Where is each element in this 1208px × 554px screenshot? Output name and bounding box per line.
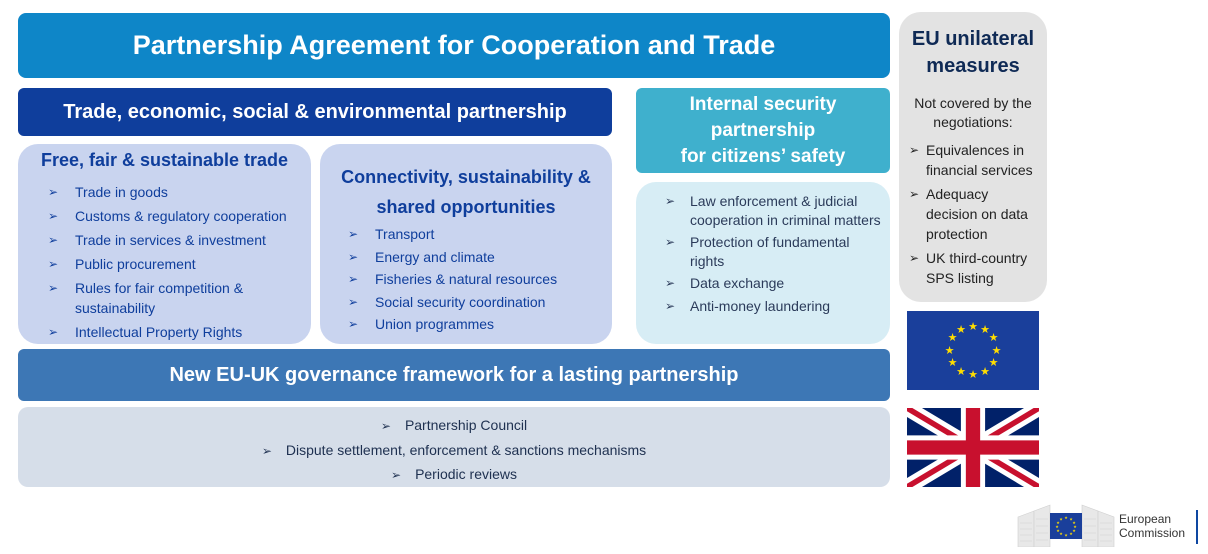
svg-text:★: ★ [989, 356, 999, 369]
list-item: ➢Energy and climate [348, 247, 606, 268]
eu-flag-icon: ★ ★ ★ ★ ★ ★ ★ ★ ★ ★ ★ ★ [907, 311, 1039, 390]
eu-unilateral-title: EU unilateral measures [911, 28, 1035, 77]
eu-unilateral-subtitle: Not covered by the negotiations: [914, 95, 1032, 130]
arrow-bullet-icon: ➢ [665, 298, 676, 313]
uk-flag-icon [907, 408, 1039, 487]
list-item: ➢Partnership Council [380, 417, 528, 433]
svg-text:★: ★ [956, 323, 966, 336]
security-list: ➢Law enforcement & judicial cooperation … [665, 192, 882, 319]
list-item: ➢Protection of fundamental rights [665, 234, 850, 269]
arrow-bullet-icon: ➢ [380, 419, 391, 433]
list-item: ➢Transport [348, 224, 606, 245]
list-item: ➢Social security coordination [348, 292, 606, 313]
eu-unilateral-panel: EU unilateral measures Not covered by th… [899, 12, 1047, 302]
svg-text:★: ★ [980, 365, 990, 378]
list-item: ➢Fisheries & natural resources [348, 269, 606, 290]
list-item: ➢Public procurement [48, 256, 196, 272]
list-item: ➢Trade in services & investment [48, 232, 266, 248]
svg-text:★: ★ [992, 344, 1002, 357]
list-item: ➢Adequacy decision on data protection [909, 186, 1028, 242]
arrow-bullet-icon: ➢ [48, 209, 59, 223]
list-item: ➢Periodic reviews [391, 466, 517, 482]
svg-text:★: ★ [1072, 520, 1076, 525]
security-panel: ➢Law enforcement & judicial cooperation … [636, 182, 890, 344]
arrow-bullet-icon: ➢ [261, 443, 272, 458]
svg-text:★: ★ [1059, 517, 1063, 522]
arrow-bullet-icon: ➢ [48, 325, 59, 339]
list-item: ➢Equivalences in financial services [909, 142, 1033, 178]
arrow-bullet-icon: ➢ [391, 468, 402, 482]
agreement-title: Partnership Agreement for Cooperation an… [132, 30, 776, 60]
arrow-bullet-icon: ➢ [665, 235, 676, 249]
arrow-bullet-icon: ➢ [909, 251, 920, 265]
svg-text:★: ★ [968, 368, 978, 381]
list-item: ➢Law enforcement & judicial cooperation … [665, 193, 881, 228]
arrow-bullet-icon: ➢ [665, 194, 676, 208]
list-item: ➢Anti-money laundering [665, 297, 831, 314]
svg-text:★: ★ [1059, 531, 1063, 536]
svg-text:★: ★ [956, 365, 966, 378]
european-commission-logo: ★★★ ★★★ ★★★ ★★★ [1016, 493, 1200, 548]
svg-text:★: ★ [1072, 528, 1076, 533]
list-item: ➢Union programmes [348, 314, 606, 335]
list-item: ➢Dispute settlement, enforcement & sanct… [261, 441, 647, 458]
arrow-bullet-icon: ➢ [348, 249, 359, 264]
list-item: ➢Rules for fair competition & sustainabi… [48, 280, 244, 316]
svg-text:★: ★ [1073, 524, 1077, 529]
logo-accent-bar [1196, 510, 1198, 544]
fair-trade-title: Free, fair & sustainable trade [40, 150, 289, 170]
arrow-bullet-icon: ➢ [909, 187, 920, 201]
arrow-bullet-icon: ➢ [665, 276, 676, 290]
arrow-bullet-icon: ➢ [348, 272, 359, 286]
commission-building-icon: ★★★ ★★★ ★★★ ★★★ [1017, 504, 1115, 548]
svg-text:★: ★ [1056, 528, 1060, 533]
trade-partnership-title: Trade, economic, social & environmental … [63, 100, 567, 123]
svg-text:★: ★ [968, 320, 978, 333]
arrow-bullet-icon: ➢ [48, 281, 59, 295]
connectivity-panel: Connectivity, sustainability & shared op… [320, 144, 612, 344]
list-item: ➢UK third-country SPS listing [909, 250, 1028, 286]
svg-text:★: ★ [989, 331, 999, 344]
arrow-bullet-icon: ➢ [348, 227, 359, 241]
svg-text:★: ★ [948, 331, 958, 344]
arrow-bullet-icon: ➢ [348, 294, 359, 309]
list-item: ➢Customs & regulatory cooperation [48, 208, 287, 224]
list-item: ➢Intellectual Property Rights [48, 324, 243, 340]
connectivity-list: ➢Transport ➢Energy and climate ➢Fisherie… [348, 224, 606, 337]
svg-text:★: ★ [980, 323, 990, 336]
governance-title: New EU-UK governance framework for a las… [169, 363, 739, 386]
governance-header: New EU-UK governance framework for a las… [18, 349, 890, 401]
fair-trade-list: ➢Trade in goods ➢Customs & regulatory co… [48, 182, 305, 346]
svg-text:★: ★ [948, 356, 958, 369]
svg-text:★: ★ [1055, 524, 1059, 529]
connectivity-title: Connectivity, sustainability & shared op… [341, 167, 591, 217]
governance-panel: ➢Partnership Council ➢Dispute settlement… [18, 407, 890, 487]
arrow-bullet-icon: ➢ [48, 257, 59, 271]
list-item: ➢Data exchange [665, 275, 785, 291]
svg-text:★: ★ [1064, 533, 1068, 538]
svg-text:★: ★ [1064, 515, 1068, 520]
arrow-bullet-icon: ➢ [48, 185, 59, 199]
svg-text:★: ★ [1069, 531, 1073, 536]
security-partnership-header: Internal security partnership for citize… [636, 88, 890, 173]
governance-list: ➢Partnership Council ➢Dispute settlement… [18, 414, 890, 488]
european-commission-wordmark: European Commission [1119, 512, 1186, 540]
arrow-bullet-icon: ➢ [909, 143, 920, 157]
svg-text:★: ★ [1056, 520, 1060, 525]
svg-text:★: ★ [945, 344, 955, 357]
arrow-bullet-icon: ➢ [48, 233, 59, 247]
fair-trade-panel: Free, fair & sustainable trade ➢Trade in… [18, 144, 311, 344]
eu-unilateral-list: ➢Equivalences in financial services ➢Ade… [909, 140, 1041, 292]
list-item: ➢Trade in goods [48, 184, 168, 200]
trade-partnership-header: Trade, economic, social & environmental … [18, 88, 612, 136]
agreement-title-banner: Partnership Agreement for Cooperation an… [18, 13, 890, 78]
arrow-bullet-icon: ➢ [348, 317, 359, 331]
svg-text:★: ★ [1069, 517, 1073, 522]
